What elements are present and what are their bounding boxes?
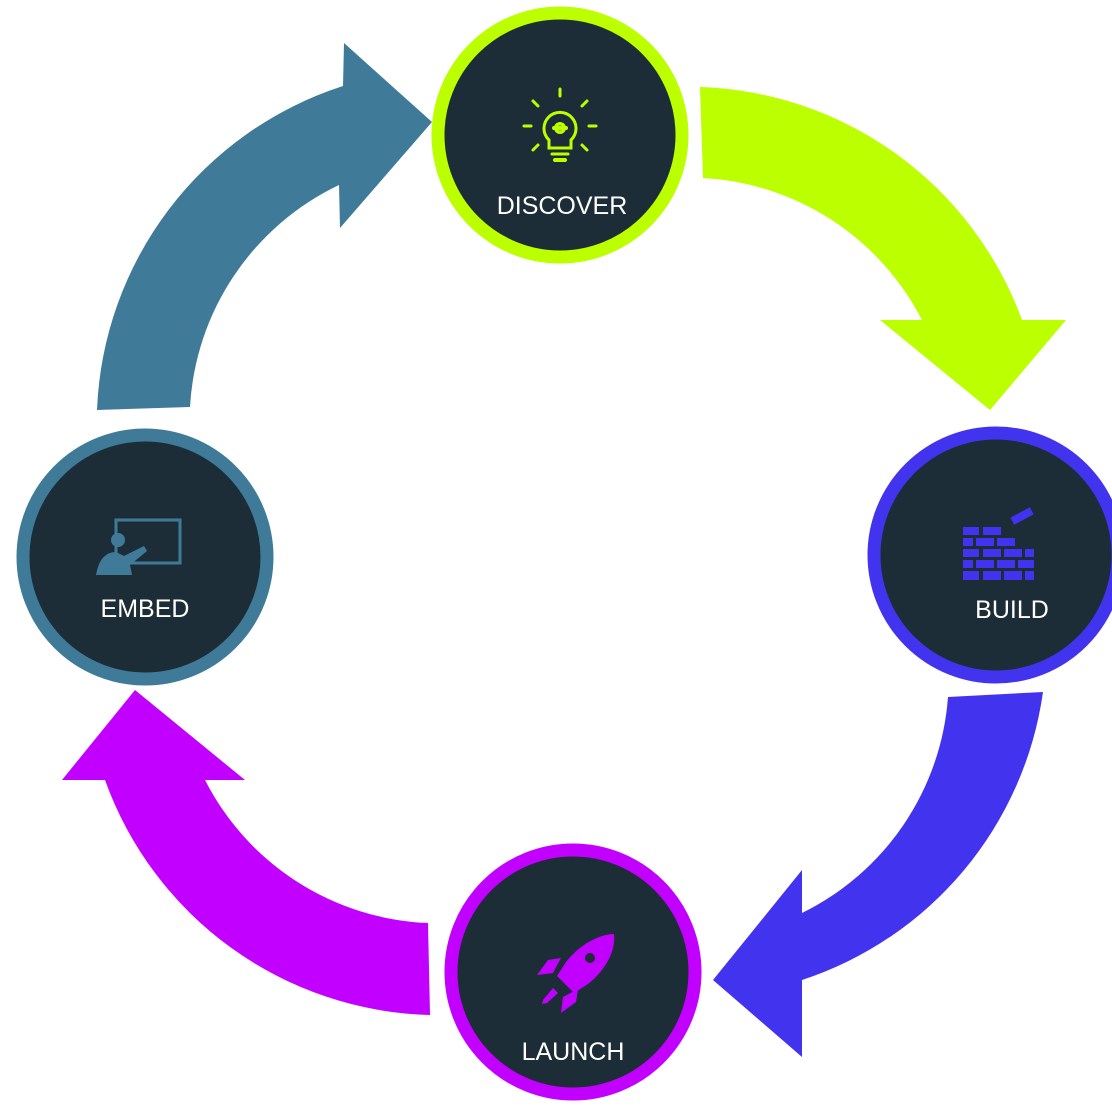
node-discover[interactable]: DISCOVER xyxy=(431,6,689,264)
node-launch-label: LAUNCH xyxy=(522,1038,625,1066)
brick-wall-icon xyxy=(963,507,1034,580)
arrow-launch-to-embed xyxy=(62,690,430,1015)
node-build-label: BUILD xyxy=(975,596,1049,624)
node-launch[interactable]: LAUNCH xyxy=(444,843,702,1101)
node-embed-label: EMBED xyxy=(101,595,190,623)
arrow-discover-to-build xyxy=(700,87,1066,410)
node-build[interactable]: BUILD xyxy=(867,426,1112,684)
arrow-build-to-launch xyxy=(713,692,1043,1057)
node-embed-circle xyxy=(16,428,274,686)
rocket-icon xyxy=(537,934,615,1013)
node-discover-circle xyxy=(431,6,689,264)
node-embed[interactable]: EMBED xyxy=(16,428,274,686)
lightbulb-gear-icon xyxy=(522,87,598,162)
arrow-embed-to-discover xyxy=(97,43,432,410)
presenter-board-icon xyxy=(96,518,182,575)
node-discover-label: DISCOVER xyxy=(497,192,628,220)
